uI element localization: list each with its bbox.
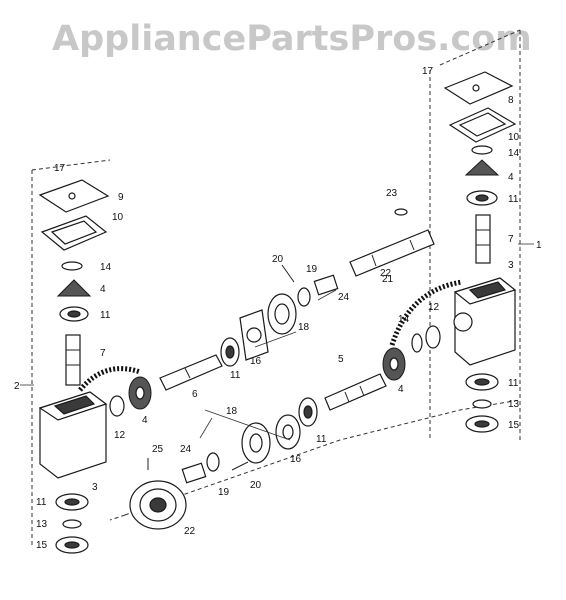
callout-14: 14 xyxy=(508,148,520,159)
callout-11: 11 xyxy=(230,370,241,381)
snap-ring-middle xyxy=(411,333,423,353)
collar-lower xyxy=(206,452,220,472)
callout-11: 11 xyxy=(316,434,327,445)
set-screw-upper xyxy=(281,264,295,283)
callout-12: 12 xyxy=(114,430,126,441)
callout-2: 2 xyxy=(14,381,20,392)
callout-4: 4 xyxy=(398,384,404,395)
callout-12: 12 xyxy=(428,302,440,313)
retaining-ring-left xyxy=(62,519,82,529)
callout-7: 7 xyxy=(508,234,514,245)
callout-22: 22 xyxy=(184,526,196,537)
callout-14: 14 xyxy=(398,314,410,325)
leader-lines xyxy=(20,243,534,441)
callout-7: 7 xyxy=(100,348,106,359)
callout-6: 6 xyxy=(192,389,198,400)
bevel-gear-left xyxy=(56,279,92,297)
callout-3: 3 xyxy=(92,482,98,493)
spacer-lower xyxy=(181,462,207,484)
callout-5: 5 xyxy=(338,354,344,365)
splined-shaft-21 xyxy=(349,229,435,277)
callout-3: 3 xyxy=(508,260,514,271)
callout-4: 4 xyxy=(508,172,514,183)
callout-18: 18 xyxy=(298,322,310,333)
left-gearbox-stack xyxy=(38,179,110,554)
callout-13: 13 xyxy=(508,399,520,410)
right-gearbox-stack xyxy=(443,71,517,433)
key-23 xyxy=(394,208,408,216)
callout-14: 14 xyxy=(100,262,112,273)
snap-ring-left xyxy=(61,261,83,271)
snap-ring-right xyxy=(471,145,493,155)
callout-11: 11 xyxy=(508,378,519,389)
set-screw-lower xyxy=(231,461,249,471)
drive-belt-left xyxy=(78,366,141,392)
bevel-gear-right xyxy=(464,159,500,176)
callout-15: 15 xyxy=(508,420,520,431)
callout-4: 4 xyxy=(142,415,148,426)
drive-shaft-6 xyxy=(159,354,223,391)
callout-15: 15 xyxy=(36,540,48,551)
pinion-shaft-left xyxy=(65,334,81,386)
callout-18: 18 xyxy=(226,406,238,417)
callout-17: 17 xyxy=(422,66,434,77)
retaining-ring-right xyxy=(472,399,492,409)
callout-13: 13 xyxy=(36,519,48,530)
callout-11: 11 xyxy=(36,497,47,508)
drive-belt-right xyxy=(389,279,463,346)
callout-10: 10 xyxy=(112,212,124,223)
callout-21: 21 xyxy=(382,274,394,285)
collar-upper xyxy=(297,287,311,307)
watermark-text: AppliancePartsPros.com xyxy=(52,19,532,59)
callout-24: 24 xyxy=(180,444,192,455)
pinion-shaft-right xyxy=(475,214,491,264)
callout-16: 16 xyxy=(290,454,302,465)
callout-9: 9 xyxy=(118,192,124,203)
callout-24: 24 xyxy=(338,292,350,303)
callout-11: 11 xyxy=(508,194,519,205)
middle-shaft-assembly xyxy=(298,325,441,427)
washer-left xyxy=(109,395,125,417)
callout-19: 19 xyxy=(218,487,230,498)
callout-1: 1 xyxy=(536,240,542,251)
callout-25: 25 xyxy=(152,444,164,455)
callout-labels: 1 2 17 8 10 14 4 11 7 3 11 13 15 17 9 10… xyxy=(14,66,542,551)
spacer-upper xyxy=(313,274,339,296)
upper-shaft-assembly xyxy=(109,208,435,417)
callout-10: 10 xyxy=(508,132,520,143)
callout-23: 23 xyxy=(386,188,398,199)
washer-right xyxy=(425,325,441,349)
callout-20: 20 xyxy=(272,254,284,265)
drive-shaft-5 xyxy=(324,373,387,411)
callout-17: 17 xyxy=(54,163,66,174)
callout-16: 16 xyxy=(250,356,262,367)
callout-20: 20 xyxy=(250,480,262,491)
callout-22: 22 xyxy=(380,268,392,279)
callout-19: 19 xyxy=(306,264,318,275)
lower-pulley-assembly xyxy=(129,414,301,530)
callout-4: 4 xyxy=(100,284,106,295)
callout-11: 11 xyxy=(100,310,111,321)
callout-8: 8 xyxy=(508,95,514,106)
